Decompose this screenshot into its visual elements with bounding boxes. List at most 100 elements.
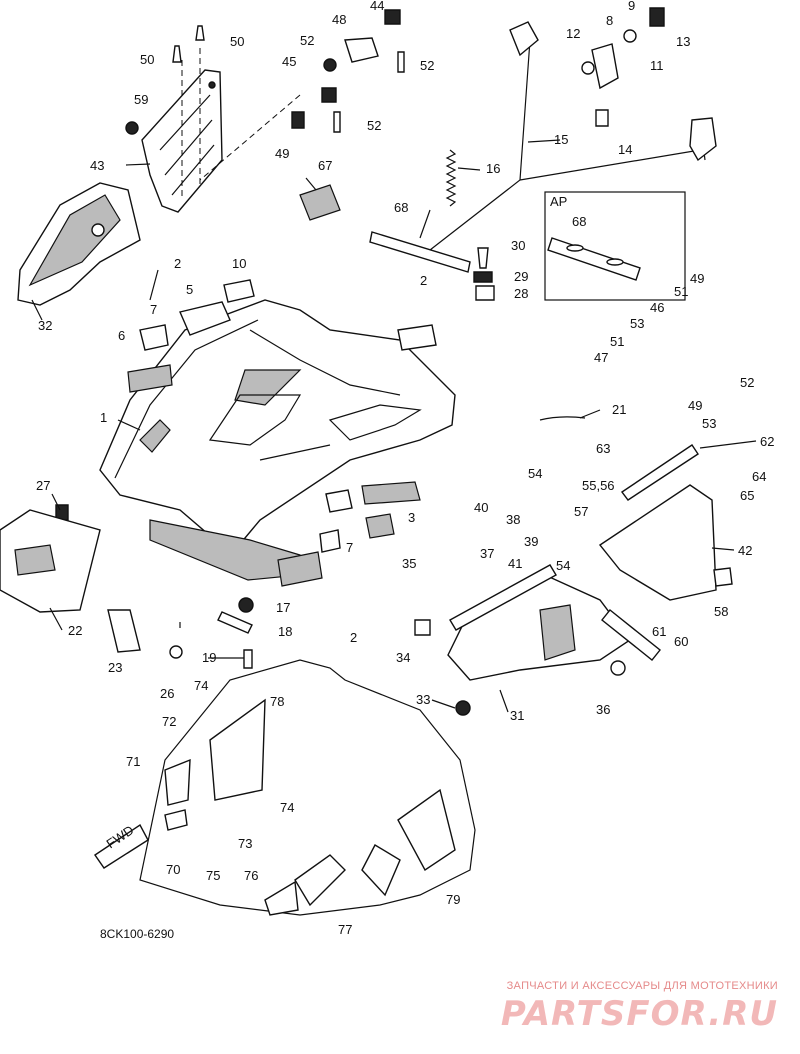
- pad-6: [127, 364, 173, 393]
- callout-53: 52: [740, 375, 754, 390]
- callout-7: 7: [150, 302, 157, 317]
- washer-19: [238, 597, 254, 613]
- pad-4: [361, 481, 421, 505]
- callout-49: 45: [282, 54, 296, 69]
- nut-14b: [623, 29, 637, 43]
- panel-47: [598, 484, 717, 601]
- callout-66: 65: [740, 488, 754, 503]
- callout-48: 43: [90, 158, 104, 173]
- callout-ap: AP: [550, 194, 567, 209]
- callout-58: 57: [574, 504, 588, 519]
- callout-67: 67: [318, 158, 332, 173]
- callout-labels: 48 44 50 50 52 45 52 52 49 59 43 32 67 1…: [36, 0, 774, 941]
- callout-53: 52: [420, 58, 434, 73]
- callout-69: 70: [166, 862, 180, 877]
- pad-10: [397, 324, 437, 351]
- callout-23: 22: [68, 623, 82, 638]
- callout-49: 44: [370, 0, 384, 13]
- grommet-26: [169, 645, 183, 659]
- callout-40: 40: [474, 500, 488, 515]
- diagram-code: 8CK100-6290: [100, 927, 174, 941]
- clip-51a: [291, 111, 305, 129]
- callout-32: 32: [38, 318, 52, 333]
- leader-lines: [49, 139, 757, 713]
- callout-34: 34: [396, 650, 410, 665]
- callout-53: 52: [367, 118, 381, 133]
- watermark: ЗАПЧАСТИ И АКСЕССУАРЫ ДЛЯ МОТОТЕХНИКИ PA…: [501, 980, 778, 1034]
- callout-31: 31: [510, 708, 524, 723]
- callout-74: 75: [206, 868, 220, 883]
- callout-52: 50: [230, 34, 244, 49]
- callout-26: 26: [160, 686, 174, 701]
- callout-73: 74: [194, 678, 208, 693]
- callout-51: 49: [688, 398, 702, 413]
- callout-61: 60: [674, 634, 688, 649]
- bracket-34: [414, 619, 431, 636]
- pad-7b: [325, 489, 353, 513]
- inset-ap-box: [544, 191, 686, 301]
- clip-49b: [321, 87, 337, 103]
- callout-37: 37: [480, 546, 494, 561]
- callout-71: 72: [162, 714, 176, 729]
- decal-75: [264, 880, 299, 916]
- clip-49a: [384, 9, 401, 25]
- callout-50: 48: [332, 12, 346, 27]
- callout-76: 77: [338, 922, 352, 937]
- callout-65: 64: [752, 469, 766, 484]
- callout-14: 11: [650, 58, 664, 73]
- rivet-30: [477, 247, 489, 269]
- nut-33: [455, 700, 471, 716]
- callout-36: 36: [596, 702, 610, 717]
- callout-19: 17: [276, 600, 290, 615]
- callout-49: 46: [650, 300, 664, 315]
- push-rivet-52b: [172, 45, 182, 63]
- callout-39: 39: [524, 534, 538, 549]
- cover-67: [299, 184, 341, 221]
- callout-2: 2: [420, 273, 427, 288]
- strap-20: [217, 611, 253, 634]
- lower-hull: [139, 659, 476, 916]
- screw-53b: [333, 111, 341, 133]
- grommet-36: [610, 660, 626, 676]
- callout-79: 79: [446, 892, 460, 907]
- callout-78: 78: [270, 694, 284, 709]
- nut-60: [125, 121, 139, 135]
- callout-49: 47: [594, 350, 608, 365]
- callout-7: 7: [346, 540, 353, 555]
- callout-17: 15: [554, 132, 568, 147]
- callout-51: 49: [275, 146, 289, 161]
- spring-18: [445, 149, 457, 207]
- callout-13: 9: [628, 0, 635, 13]
- callout-54: 53: [630, 316, 644, 331]
- callout-2: 2: [350, 630, 357, 645]
- watermark-tagline: ЗАПЧАСТИ И АКСЕССУАРЫ ДЛЯ МОТОТЕХНИКИ: [506, 980, 778, 992]
- callout-47: 42: [738, 543, 752, 558]
- bolt-21: [243, 649, 253, 669]
- callout-59: 58: [714, 604, 728, 619]
- bracket-50a: [344, 37, 379, 63]
- callout-5: 5: [186, 282, 193, 297]
- callout-12: 8: [606, 13, 613, 28]
- callout-20: 18: [278, 624, 292, 639]
- decal-70: [164, 758, 191, 806]
- nut-14a: [581, 61, 595, 75]
- duct-31: [447, 574, 632, 681]
- callout-28: 28: [514, 286, 528, 301]
- callout-74: 74: [280, 800, 294, 815]
- callout-14: 12: [566, 26, 580, 41]
- callout-6: 6: [118, 328, 125, 343]
- callout-62: 61: [652, 624, 666, 639]
- decal-69: [164, 809, 188, 831]
- bolt-15: [649, 7, 665, 27]
- callout-9: 10: [232, 256, 246, 271]
- strip-43: [601, 609, 661, 661]
- callout-75: 76: [244, 868, 258, 883]
- plate-68-inset: [547, 237, 641, 281]
- callout-54: 52: [300, 33, 314, 48]
- callout-15: 13: [676, 34, 690, 49]
- callout-64: 63: [596, 441, 610, 456]
- callout-38: 38: [506, 512, 520, 527]
- decal-77: [361, 844, 401, 897]
- rail-41: [449, 564, 557, 631]
- callout-70: 71: [126, 754, 140, 769]
